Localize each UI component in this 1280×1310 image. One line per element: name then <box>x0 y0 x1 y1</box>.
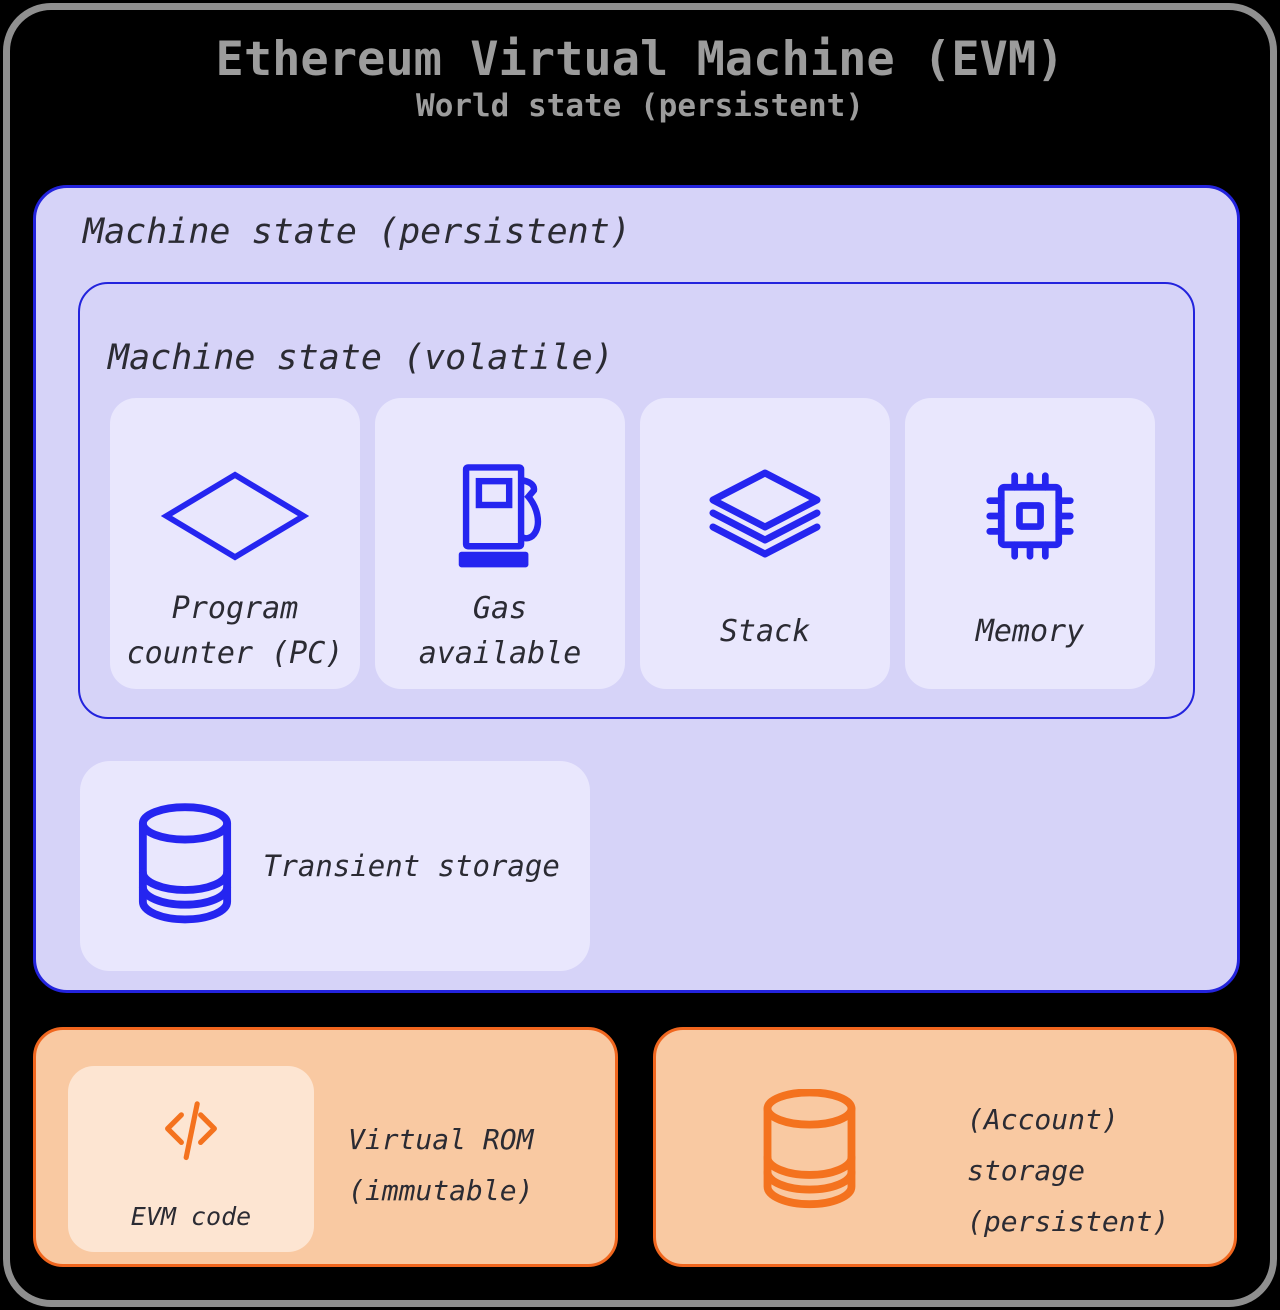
fuel-pump-icon <box>456 460 544 572</box>
memory-label: Memory <box>975 613 1085 649</box>
machine-state-volatile-label: Machine state (volatile) <box>108 338 614 378</box>
code-icon <box>158 1094 224 1166</box>
stack-label: Stack <box>719 613 811 649</box>
gas-available-label: Gas available <box>418 591 582 671</box>
transient-storage-label: Transient storage <box>263 849 560 883</box>
account-storage-box: (Account) storage (persistent) <box>653 1027 1237 1267</box>
database-icon <box>136 802 234 930</box>
gas-available-card: Gas available <box>375 398 625 689</box>
machine-state-volatile-box: Machine state (volatile) Program counter… <box>78 282 1195 719</box>
stack-layers-icon <box>704 467 826 565</box>
volatile-cards-row: Program counter (PC) <box>110 398 1155 689</box>
program-counter-label: Program counter (PC) <box>126 591 344 671</box>
machine-state-persistent-label: Machine state (persistent) <box>83 212 631 252</box>
diamond-icon <box>161 470 309 562</box>
memory-card: Memory <box>905 398 1155 689</box>
transient-storage-card: Transient storage <box>80 761 590 971</box>
world-state-subtitle: World state (persistent) <box>416 88 864 124</box>
machine-state-persistent-box: Machine state (persistent) Machine state… <box>33 185 1240 993</box>
evm-code-card: EVM code <box>68 1066 314 1252</box>
program-counter-card: Program counter (PC) <box>110 398 360 689</box>
virtual-rom-box: EVM code Virtual ROM (immutable) <box>33 1027 618 1267</box>
memory-chip-icon <box>984 470 1076 562</box>
evm-code-label: EVM code <box>130 1202 252 1231</box>
database-icon <box>760 1089 859 1213</box>
page-title: Ethereum Virtual Machine (EVM) <box>215 32 1065 87</box>
virtual-rom-label: Virtual ROM (immutable) <box>348 1123 534 1207</box>
account-storage-label: (Account) storage (persistent) <box>967 1103 1170 1238</box>
stack-card: Stack <box>640 398 890 689</box>
